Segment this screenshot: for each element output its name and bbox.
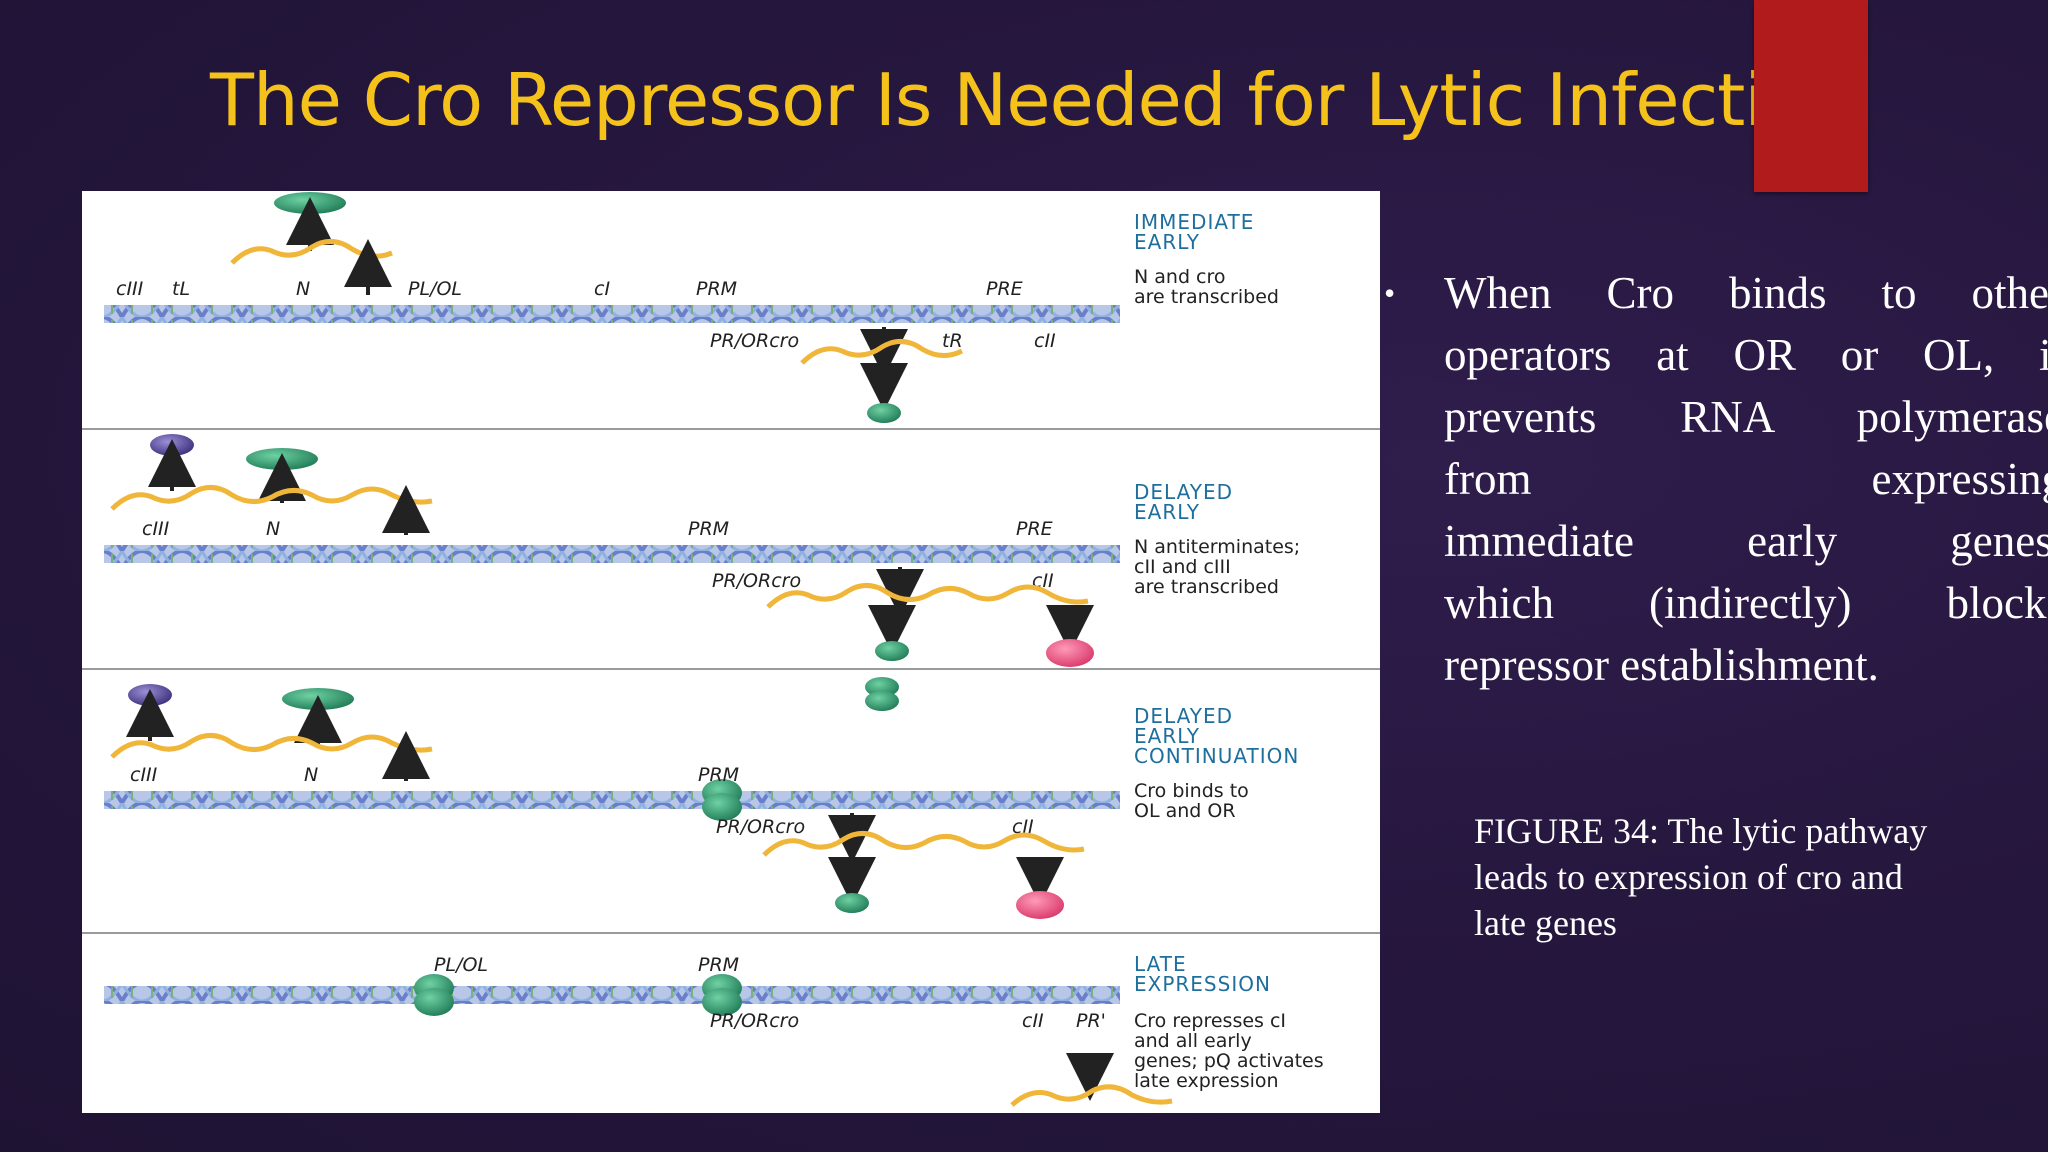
dna-label: cIII <box>116 278 144 300</box>
bullet-line: which (indirectly) blocks <box>1444 578 2048 628</box>
dna-label: N <box>266 518 280 540</box>
stage-title: LATE <box>1134 952 1187 976</box>
stage-desc: OL and OR <box>1134 800 1236 822</box>
stage-desc: and all early <box>1134 1030 1252 1052</box>
stage-desc: Cro binds to <box>1134 780 1249 802</box>
dna-label: PR/ORcro <box>716 816 805 838</box>
dna-label: PR/ORcro <box>710 1010 799 1032</box>
protein-oval <box>875 641 909 661</box>
dna-strand <box>104 986 1120 1004</box>
dna-label: PR/ORcro <box>710 330 799 352</box>
stage-title: EARLY <box>1134 230 1200 254</box>
protein-oval <box>1016 891 1064 919</box>
protein-oval <box>150 434 194 456</box>
dna-label: N <box>296 278 310 300</box>
dna-label: tR <box>942 330 963 352</box>
dna-label: PR' <box>1076 1010 1106 1032</box>
dna-label: N <box>304 764 318 786</box>
mrna-transcript <box>230 239 393 265</box>
protein-oval <box>835 893 869 913</box>
protein-oval <box>867 403 901 423</box>
bullet-line: operators at OR or OL, it <box>1444 330 2048 380</box>
dna-label: cIII <box>130 764 158 786</box>
stage-desc: Cro represses cI <box>1134 1010 1286 1032</box>
stage-title: CONTINUATION <box>1134 744 1299 768</box>
accent-bar <box>1754 0 1868 192</box>
panel-delayed-early-continuation: cIII N PRM PR/ORcro cII DELAYED EARLY CO… <box>104 677 1299 919</box>
dna-label: PRM <box>698 764 739 786</box>
dna-label: cI <box>594 278 610 300</box>
dna-label: PL/OL <box>434 954 488 976</box>
slide-title: The Cro Repressor Is Needed for Lytic In… <box>210 58 1852 142</box>
figure-caption: FIGURE 34: The lytic pathway leads to ex… <box>1474 808 1994 946</box>
stage-desc: N antiterminates; <box>1134 536 1300 558</box>
bullet-text: When Cro binds to other operators at OR … <box>1444 262 2048 696</box>
dna-label: PRM <box>698 954 739 976</box>
panel-delayed-early: cIII N PRM PRE PR/ORcro cII DELAYED EARL… <box>104 434 1300 667</box>
stage-title: DELAYED <box>1134 480 1233 504</box>
bullet-line: from expressing <box>1444 454 2048 504</box>
stage-desc: late expression <box>1134 1070 1279 1092</box>
caption-line: leads to expression of cro and <box>1474 857 1903 897</box>
stage-desc: are transcribed <box>1134 576 1279 598</box>
bullet-dot-icon: • <box>1384 275 1396 311</box>
protein-oval <box>282 688 354 710</box>
lambda-lytic-diagram: cIII tL N PL/OL cI PRM PRE PR/ORcro tR c… <box>82 191 1380 1113</box>
stage-desc: genes; pQ activates <box>1134 1050 1324 1072</box>
stage-title: EARLY <box>1134 500 1200 524</box>
dna-strand <box>104 791 1120 809</box>
dna-label: cII <box>1034 330 1056 352</box>
dna-label: PRE <box>986 278 1023 300</box>
stage-title: EARLY <box>1134 724 1200 748</box>
dna-label: PR/ORcro <box>712 570 801 592</box>
protein-oval <box>246 448 318 470</box>
panel-immediate-early: cIII tL N PL/OL cI PRM PRE PR/ORcro tR c… <box>104 192 1279 423</box>
stage-title: DELAYED <box>1134 704 1233 728</box>
dna-label: tL <box>172 278 190 300</box>
diagram-svg: cIII tL N PL/OL cI PRM PRE PR/ORcro tR c… <box>82 192 1380 1107</box>
bullet-line: immediate early genes, <box>1444 516 2048 566</box>
stage-desc: are transcribed <box>1134 286 1279 308</box>
bullet-line: When Cro binds to other <box>1444 268 2048 318</box>
protein-oval <box>1046 639 1094 667</box>
stage-desc: cII and cIII <box>1134 556 1231 578</box>
caption-line: late genes <box>1474 903 1617 943</box>
dna-label: PRM <box>696 278 737 300</box>
protein-oval <box>128 684 172 706</box>
dna-strand <box>104 545 1120 563</box>
panel-late-expression: PL/OL PRM PR/ORcro cII PR' LATE EXPRESSI… <box>104 952 1324 1107</box>
bullet-line: prevents RNA polymerase <box>1444 392 2048 442</box>
dna-label: cII <box>1022 1010 1044 1032</box>
dna-label: PL/OL <box>408 278 462 300</box>
stage-title: IMMEDIATE <box>1134 210 1254 234</box>
dna-label: PRE <box>1016 518 1053 540</box>
bullet-line: repressor establishment. <box>1444 640 1879 690</box>
dna-label: cII <box>1012 816 1034 838</box>
dna-label: cIII <box>142 518 170 540</box>
protein-oval <box>274 192 346 214</box>
dna-label: PRM <box>688 518 729 540</box>
stage-title: EXPRESSION <box>1134 972 1271 996</box>
caption-line: FIGURE 34: The lytic pathway <box>1474 811 1928 851</box>
stage-desc: N and cro <box>1134 266 1226 288</box>
dna-strand <box>104 305 1120 323</box>
